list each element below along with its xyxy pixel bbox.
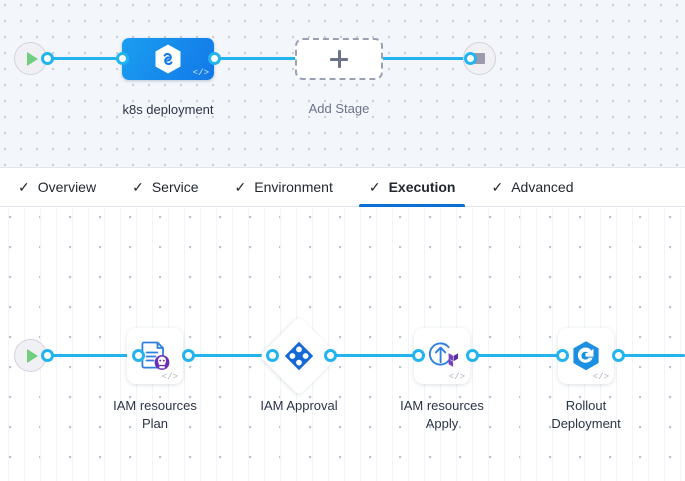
rollout-hexagon-icon: [569, 339, 603, 373]
connector-start-to-stage: [44, 57, 128, 60]
end-node-port[interactable]: [464, 52, 477, 65]
connector-plan-to-approval: [188, 354, 272, 357]
terraform-apply-icon: [424, 339, 460, 373]
stage-code-badge[interactable]: </>: [192, 68, 209, 78]
approval-output-port[interactable]: [324, 349, 337, 362]
execution-start-port[interactable]: [41, 349, 54, 362]
approval-dots-icon: [284, 341, 314, 371]
step-code-badge[interactable]: </>: [592, 372, 609, 382]
stage-card-k8s-deployment[interactable]: </>: [122, 38, 214, 80]
play-icon: [26, 51, 38, 66]
terraform-plan-icon: [138, 339, 172, 373]
hexagon-infinity-icon: [153, 43, 183, 75]
plus-icon: [329, 49, 349, 69]
connector-exec-start-to-plan: [44, 354, 136, 357]
apply-input-port[interactable]: [412, 349, 425, 362]
rollout-output-port[interactable]: [612, 349, 625, 362]
add-stage-button[interactable]: [295, 38, 383, 80]
execution-canvas[interactable]: </> IAM resources Plan IAM Approval: [0, 207, 685, 481]
tab-service-label: Service: [151, 179, 199, 195]
rollout-input-port[interactable]: [556, 349, 569, 362]
play-icon: [26, 348, 38, 363]
connector-rollout-to-next: [618, 354, 685, 357]
check-icon: ✓: [234, 179, 247, 195]
connector-stage-to-addstage: [214, 57, 304, 60]
step-label-iam-resources-plan: IAM resources Plan: [113, 398, 197, 431]
step-label-iam-resources-apply: IAM resources Apply: [400, 398, 484, 431]
stage-output-port[interactable]: [208, 52, 221, 65]
step-card-rollout-deployment[interactable]: </>: [558, 328, 614, 384]
tab-execution-label: Execution: [388, 179, 456, 195]
approval-input-port[interactable]: [266, 349, 279, 362]
stage-label-k8s-deployment: k8s deployment: [122, 102, 214, 117]
tab-overview[interactable]: ✓ Overview: [0, 168, 114, 206]
tab-advanced[interactable]: ✓ Advanced: [473, 168, 591, 206]
step-label-rollout-deployment: Rollout Deployment: [551, 398, 621, 431]
check-icon: ✓: [18, 179, 30, 195]
tab-advanced-label: Advanced: [511, 179, 574, 195]
check-icon: ✓: [132, 179, 144, 195]
plan-input-port[interactable]: [132, 349, 145, 362]
check-icon: ✓: [368, 179, 381, 195]
tab-service[interactable]: ✓ Service: [114, 168, 216, 206]
plan-output-port[interactable]: [182, 349, 195, 362]
stage-input-port[interactable]: [116, 52, 129, 65]
step-label-iam-approval: IAM Approval: [260, 398, 338, 413]
tab-environment[interactable]: ✓ Environment: [217, 168, 351, 206]
connector-approval-to-apply: [330, 354, 418, 357]
start-node-port[interactable]: [41, 52, 54, 65]
pipeline-canvas[interactable]: </> k8s deployment Add Stage: [0, 0, 685, 167]
add-stage-label: Add Stage: [308, 101, 370, 116]
connector-addstage-to-end: [378, 57, 470, 60]
stop-icon: [474, 53, 485, 64]
check-icon: ✓: [491, 179, 504, 195]
stage-config-tabbar[interactable]: ✓ Overview ✓ Service ✓ Environment ✓ Exe…: [0, 167, 685, 207]
apply-output-port[interactable]: [466, 349, 479, 362]
step-code-badge[interactable]: </>: [448, 372, 465, 382]
tab-environment-label: Environment: [254, 179, 333, 195]
iam-approval-icon-wrap: [271, 328, 327, 384]
tab-overview-label: Overview: [37, 179, 97, 195]
tab-execution[interactable]: ✓ Execution: [351, 168, 474, 207]
step-code-badge[interactable]: </>: [161, 372, 178, 382]
connector-apply-to-rollout: [472, 354, 562, 357]
start-node[interactable]: [14, 42, 47, 75]
